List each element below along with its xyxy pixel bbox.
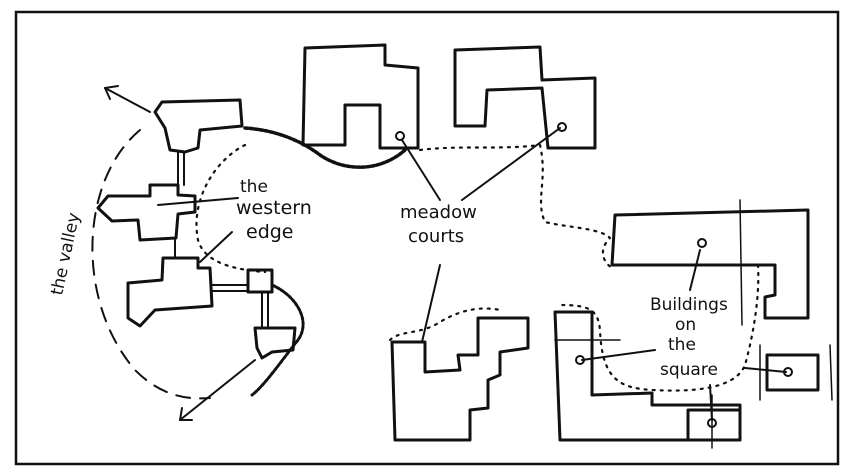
valley-label: the valley bbox=[47, 211, 84, 297]
label-leaders bbox=[157, 127, 787, 421]
square-label-line1: Buildings bbox=[650, 295, 728, 315]
meadow-court-buildings bbox=[301, 43, 597, 442]
dotted-boundaries bbox=[195, 143, 760, 392]
valley-edge-arc bbox=[91, 129, 211, 400]
square-label-line2: on bbox=[675, 315, 696, 335]
square-label-line3: the bbox=[668, 335, 696, 355]
meadow-courts-label-line2: courts bbox=[408, 226, 464, 247]
meadow-courts-label-line1: meadow bbox=[400, 202, 477, 223]
valley-arrows bbox=[104, 85, 256, 421]
sketch-frame bbox=[14, 10, 840, 466]
square-label-line4: square bbox=[660, 360, 718, 380]
western-edge-buildings bbox=[96, 98, 297, 360]
western-edge-label-line2: western bbox=[236, 197, 312, 219]
western-edge-label-line1: the bbox=[240, 177, 268, 197]
stream-scribbles bbox=[243, 126, 407, 397]
western-edge-label-line3: edge bbox=[246, 221, 294, 243]
